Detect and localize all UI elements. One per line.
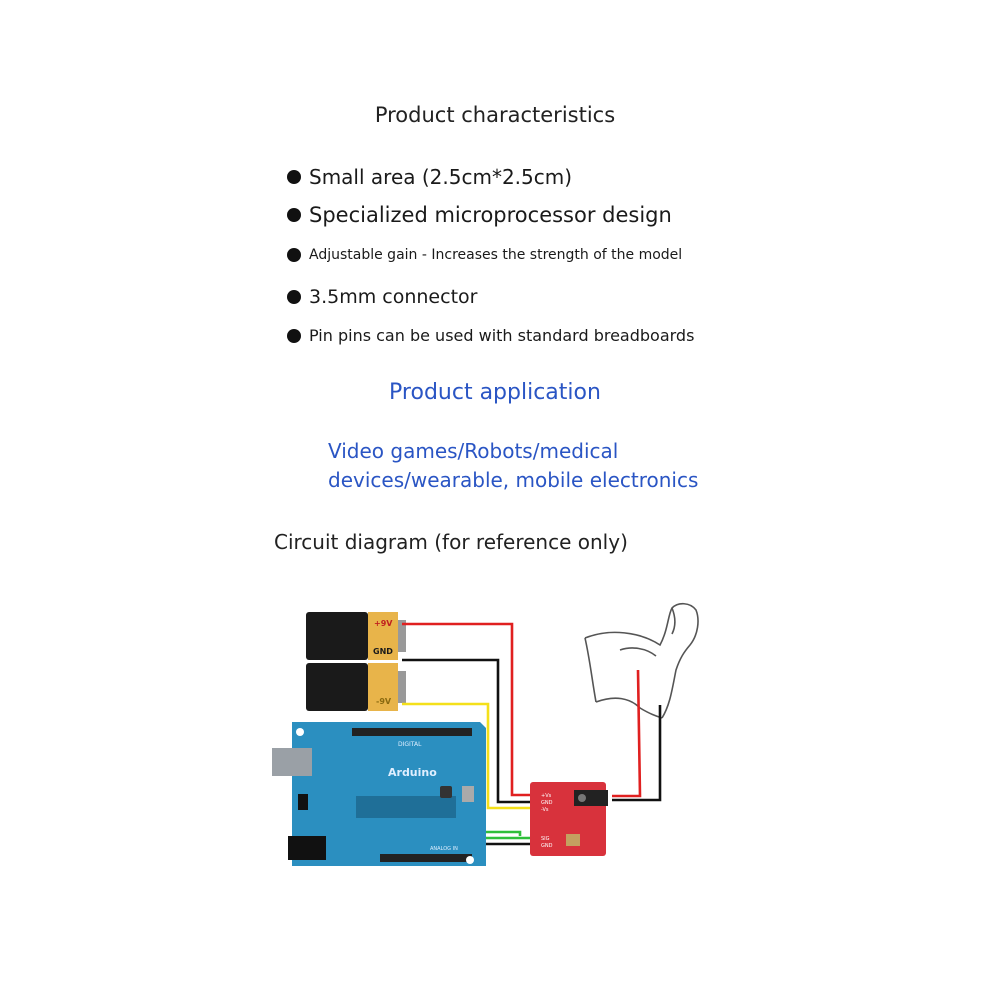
digital-header [352, 728, 472, 736]
usb-port [272, 748, 312, 776]
muscle-sensor-board: +Vs GND -Vs SIG GND [530, 782, 608, 856]
flexed-arm-icon [584, 602, 699, 719]
bullet-icon [287, 248, 301, 262]
pin-sig: SIG [541, 836, 550, 842]
pin-vs-pos: +Vs [541, 793, 552, 799]
bullet-icon [287, 328, 301, 343]
capacitor [462, 786, 474, 802]
analog-header [380, 854, 472, 862]
circuit-title: Circuit diagram (for reference only) [274, 530, 628, 554]
feature-text: Small area (2.5cm*2.5cm) [309, 165, 573, 189]
feature-item: Small area (2.5cm*2.5cm) [287, 165, 572, 189]
pin-vs-neg: -Vs [541, 807, 549, 813]
wire-yellow [402, 702, 538, 810]
microcontroller [356, 796, 456, 818]
analog-label: ANALOG IN [430, 846, 458, 852]
application-description: Video games/Robots/medical devices/weara… [328, 437, 698, 495]
feature-text: Pin pins can be used with standard bread… [309, 326, 695, 345]
feature-text: Specialized microprocessor design [309, 203, 672, 227]
feature-item: 3.5mm connector [287, 286, 477, 308]
feature-item: Adjustable gain - Increases the strength… [287, 247, 682, 263]
battery-pos-label: +9V [374, 619, 393, 628]
audio-jack-icon [574, 790, 608, 806]
reset-button [440, 786, 452, 798]
pin-gnd-2: GND [541, 843, 553, 849]
feature-item: Pin pins can be used with standard bread… [287, 326, 694, 345]
feature-text: Adjustable gain - Increases the strength… [309, 247, 683, 263]
digital-label: DIGITAL [398, 741, 422, 748]
wire-black [402, 658, 538, 804]
application-line-1: Video games/Robots/medical [328, 439, 619, 463]
jumper [298, 794, 308, 810]
power-jack [288, 836, 326, 860]
application-line-2: devices/wearable, mobile electronics [328, 468, 699, 492]
bullet-icon [287, 170, 301, 184]
arduino-board: Arduino DIGITAL ANALOG IN [272, 722, 486, 866]
bullet-icon [287, 290, 301, 304]
wire-red [402, 622, 538, 797]
characteristics-title: Product characteristics [374, 103, 616, 127]
feature-item: Specialized microprocessor design [287, 203, 672, 227]
wire-red-arm [612, 669, 642, 798]
battery-gnd-label: GND [373, 647, 393, 656]
pin-gnd: GND [541, 800, 553, 806]
wire-black-arm [612, 705, 662, 802]
battery-bottom: -9V [306, 663, 406, 711]
gain-potentiometer [566, 834, 580, 846]
bullet-icon [287, 208, 301, 222]
feature-text: 3.5mm connector [309, 286, 478, 308]
mount-hole [466, 856, 474, 864]
mount-hole [296, 728, 304, 736]
battery-top: +9V GND [306, 612, 406, 660]
arduino-label: Arduino [388, 766, 437, 779]
circuit-diagram: +9V GND -9V Arduino DIGITAL ANALOG IN [272, 602, 699, 866]
application-title: Product application [389, 380, 601, 405]
battery-neg-label: -9V [376, 697, 392, 706]
